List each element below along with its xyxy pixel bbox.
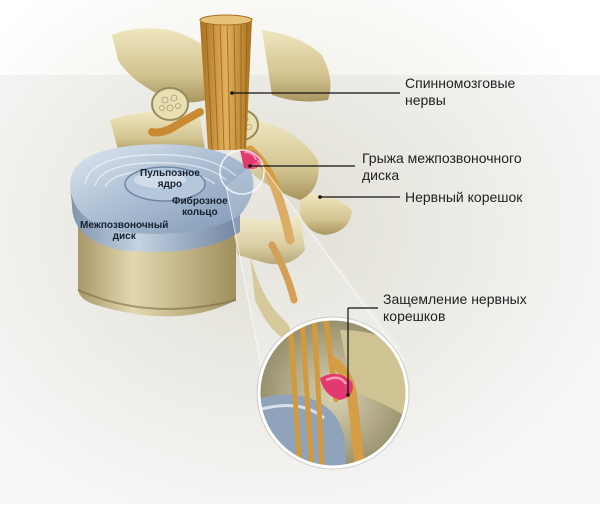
label-spinal-nerves: Спинномозговые нервы [405, 75, 515, 109]
label-disc-herniation-line2: диска [362, 167, 400, 183]
label-annulus-line1: Фиброзное [172, 196, 228, 207]
label-disc-herniation: Грыжа межпозвоночного диска [362, 150, 522, 184]
magnifier-inset-circle [259, 319, 407, 467]
label-disc-line2: диск [112, 231, 136, 242]
label-nucleus-pulposus: Пульпозное ядро [140, 168, 200, 190]
leader-lines [232, 92, 400, 395]
label-annulus-fibrosus: Фиброзное кольцо [172, 196, 228, 218]
label-spinal-nerves-line2: нервы [405, 92, 446, 108]
label-nucleus-line1: Пульпозное [140, 168, 200, 179]
label-annulus-line2: кольцо [182, 207, 218, 218]
label-nerve-root: Нервный корешок [405, 189, 523, 205]
label-intervertebral-disc: Межпозвоночный диск [80, 220, 168, 242]
label-nucleus-line2: ядро [157, 179, 183, 190]
label-compression-line1: Защемление нервных [383, 291, 527, 307]
label-spinal-nerves-line1: Спинномозговые [405, 75, 516, 91]
label-compression-line2: корешков [383, 308, 446, 324]
label-nerve-root-compression: Защемление нервных корешков [383, 291, 527, 325]
label-disc-herniation-line1: Грыжа межпозвоночного [362, 150, 522, 166]
label-disc-line1: Межпозвоночный [80, 220, 169, 231]
